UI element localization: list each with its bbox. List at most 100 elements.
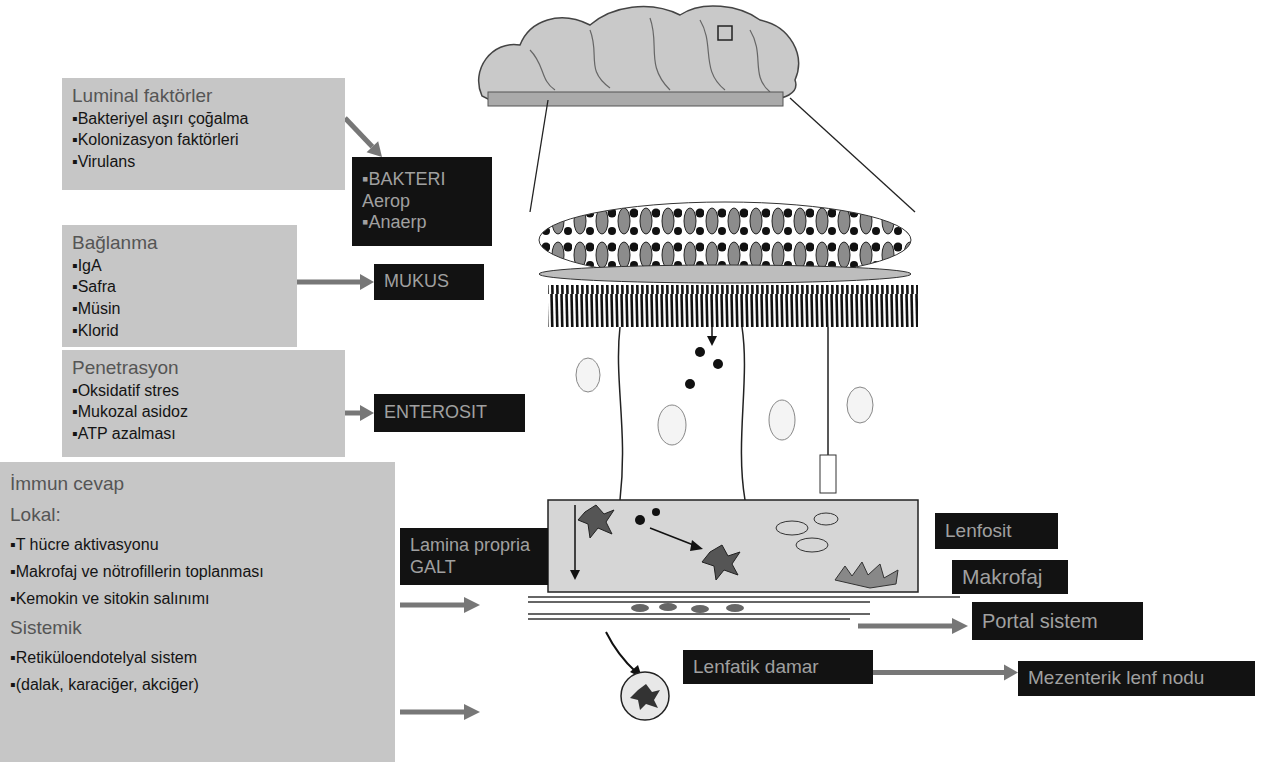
- box-label: Lamina propria: [410, 535, 530, 557]
- arrow-head: [690, 540, 703, 551]
- label-box: Portal sistem: [972, 602, 1143, 640]
- migration-arrow: [574, 505, 576, 572]
- zoom-square: [718, 26, 732, 40]
- lymphatic-vessel: [621, 672, 669, 720]
- arrow-head: [367, 141, 382, 157]
- dendritic-cell: [578, 505, 614, 538]
- vessel-wall: [528, 596, 960, 597]
- vessel-wall: [528, 618, 850, 619]
- vessel-wall: [528, 613, 870, 614]
- box-heading: İmmun cevap: [10, 468, 385, 499]
- lymph-arrow: [606, 632, 636, 672]
- box-heading: Luminal faktörler: [72, 84, 335, 108]
- arrow-head: [360, 405, 374, 421]
- arrow-head: [570, 570, 580, 580]
- box-heading: Bağlanma: [72, 231, 287, 255]
- blood-cell: [726, 604, 744, 612]
- flow-arrow: [873, 665, 1018, 681]
- nucleus: [576, 358, 600, 392]
- tight-junction: [820, 455, 836, 493]
- nucleus: [658, 405, 686, 445]
- box-label: ▪BAKTERI: [362, 169, 445, 191]
- label-box: ENTEROSIT: [374, 394, 525, 432]
- label-box: Mezenterik lenf nodu: [1018, 661, 1255, 696]
- blood-cell: [631, 604, 649, 612]
- macrophage: [835, 562, 898, 588]
- bullet-item: ▪Müsin: [72, 298, 287, 320]
- portal-arrow: [858, 624, 954, 629]
- bacterium: [685, 379, 695, 389]
- bullet-item: ▪Bakteriyel aşırı çoğalma: [72, 108, 335, 130]
- arrow-line: [297, 280, 360, 285]
- bacterium: [652, 508, 660, 516]
- blood-cell: [659, 603, 677, 611]
- blood-cell: [691, 605, 709, 613]
- factor-box: Bağlanma▪IgA▪Safra▪Müsin▪Klorid: [62, 225, 297, 347]
- box-heading: Sistemik: [10, 612, 385, 643]
- box-heading: Penetrasyon: [72, 356, 335, 380]
- bullet-item: ▪Klorid: [72, 320, 287, 342]
- villus-base: [488, 92, 783, 106]
- box-label: Lenfatik damar: [693, 656, 819, 679]
- bullet-item: ▪(dalak, karaciğer, akciğer): [10, 671, 385, 698]
- arrow-line: [345, 411, 360, 416]
- villus-crypts: [530, 18, 770, 92]
- lymphocyte: [814, 513, 838, 525]
- box-label: ▪Anaerp: [362, 212, 426, 234]
- factor-box: İmmun cevapLokal:▪T hücre aktivasyonu▪Ma…: [0, 462, 395, 762]
- lymphocyte: [796, 538, 828, 552]
- bullet-item: ▪Makrofaj ve nötrofillerin toplanması: [10, 558, 385, 585]
- bullet-item: ▪IgA: [72, 255, 287, 277]
- flow-arrow: [345, 405, 374, 421]
- label-box: Lamina propriaGALT: [400, 528, 548, 585]
- box-label: MUKUS: [384, 271, 449, 293]
- flow-arrow: [345, 118, 382, 157]
- migration-arrow: [650, 528, 696, 546]
- bacterium: [713, 359, 723, 369]
- arrow-head: [952, 618, 968, 634]
- label-box: Lenfosit: [935, 513, 1058, 549]
- label-box: Makrofaj: [952, 560, 1068, 594]
- arrow-head: [1004, 665, 1018, 681]
- arrow-head: [464, 597, 480, 613]
- brush-border: [548, 285, 918, 327]
- factor-box: Penetrasyon▪Oksidatif stres▪Mukozal asid…: [62, 350, 345, 457]
- arrow-head: [464, 704, 480, 720]
- translocation-arrow: [711, 300, 713, 338]
- box-label: ENTEROSIT: [384, 402, 487, 424]
- bullet-item: ▪T hücre aktivasyonu: [10, 531, 385, 558]
- bullet-item: ▪Virulans: [72, 151, 335, 173]
- bullet-item: ▪Safra: [72, 276, 287, 298]
- box-label: GALT: [410, 557, 456, 579]
- villus: [479, 6, 799, 100]
- immune-arrow: [400, 710, 466, 715]
- arrow-line: [873, 670, 1004, 675]
- lamina-propria: [548, 500, 918, 592]
- bullet-item: ▪Retiküloendotelyal sistem: [10, 644, 385, 671]
- cell-border: [618, 327, 828, 500]
- bullet-item: ▪Kemokin ve sitokin salınımı: [10, 585, 385, 612]
- box-label: Portal sistem: [982, 609, 1098, 633]
- zoom-line: [530, 100, 548, 212]
- factor-box: Luminal faktörler▪Bakteriyel aşırı çoğal…: [62, 78, 345, 190]
- label-box: ▪BAKTERIAerop▪Anaerp: [352, 157, 492, 246]
- box-label: Makrofaj: [962, 564, 1043, 589]
- bullet-item: ▪Oksidatif stres: [72, 380, 335, 402]
- immune-arrow: [400, 603, 466, 608]
- nucleus: [769, 400, 795, 440]
- arrow-line: [345, 118, 372, 147]
- dendritic-cell: [702, 545, 740, 580]
- nucleus: [847, 387, 873, 423]
- dendritic-cell: [630, 684, 660, 710]
- box-label: Lenfosit: [945, 520, 1012, 543]
- box-label: Aerop: [362, 191, 410, 213]
- box-heading: Lokal:: [10, 499, 385, 530]
- bullet-item: ▪Kolonizasyon faktörleri: [72, 129, 335, 151]
- flow-arrow: [297, 274, 374, 290]
- arrow-head: [360, 274, 374, 290]
- vessel-wall: [528, 601, 870, 602]
- label-box: Lenfatik damar: [683, 650, 873, 684]
- bacterium: [635, 515, 645, 525]
- mucus-surface: [539, 265, 911, 283]
